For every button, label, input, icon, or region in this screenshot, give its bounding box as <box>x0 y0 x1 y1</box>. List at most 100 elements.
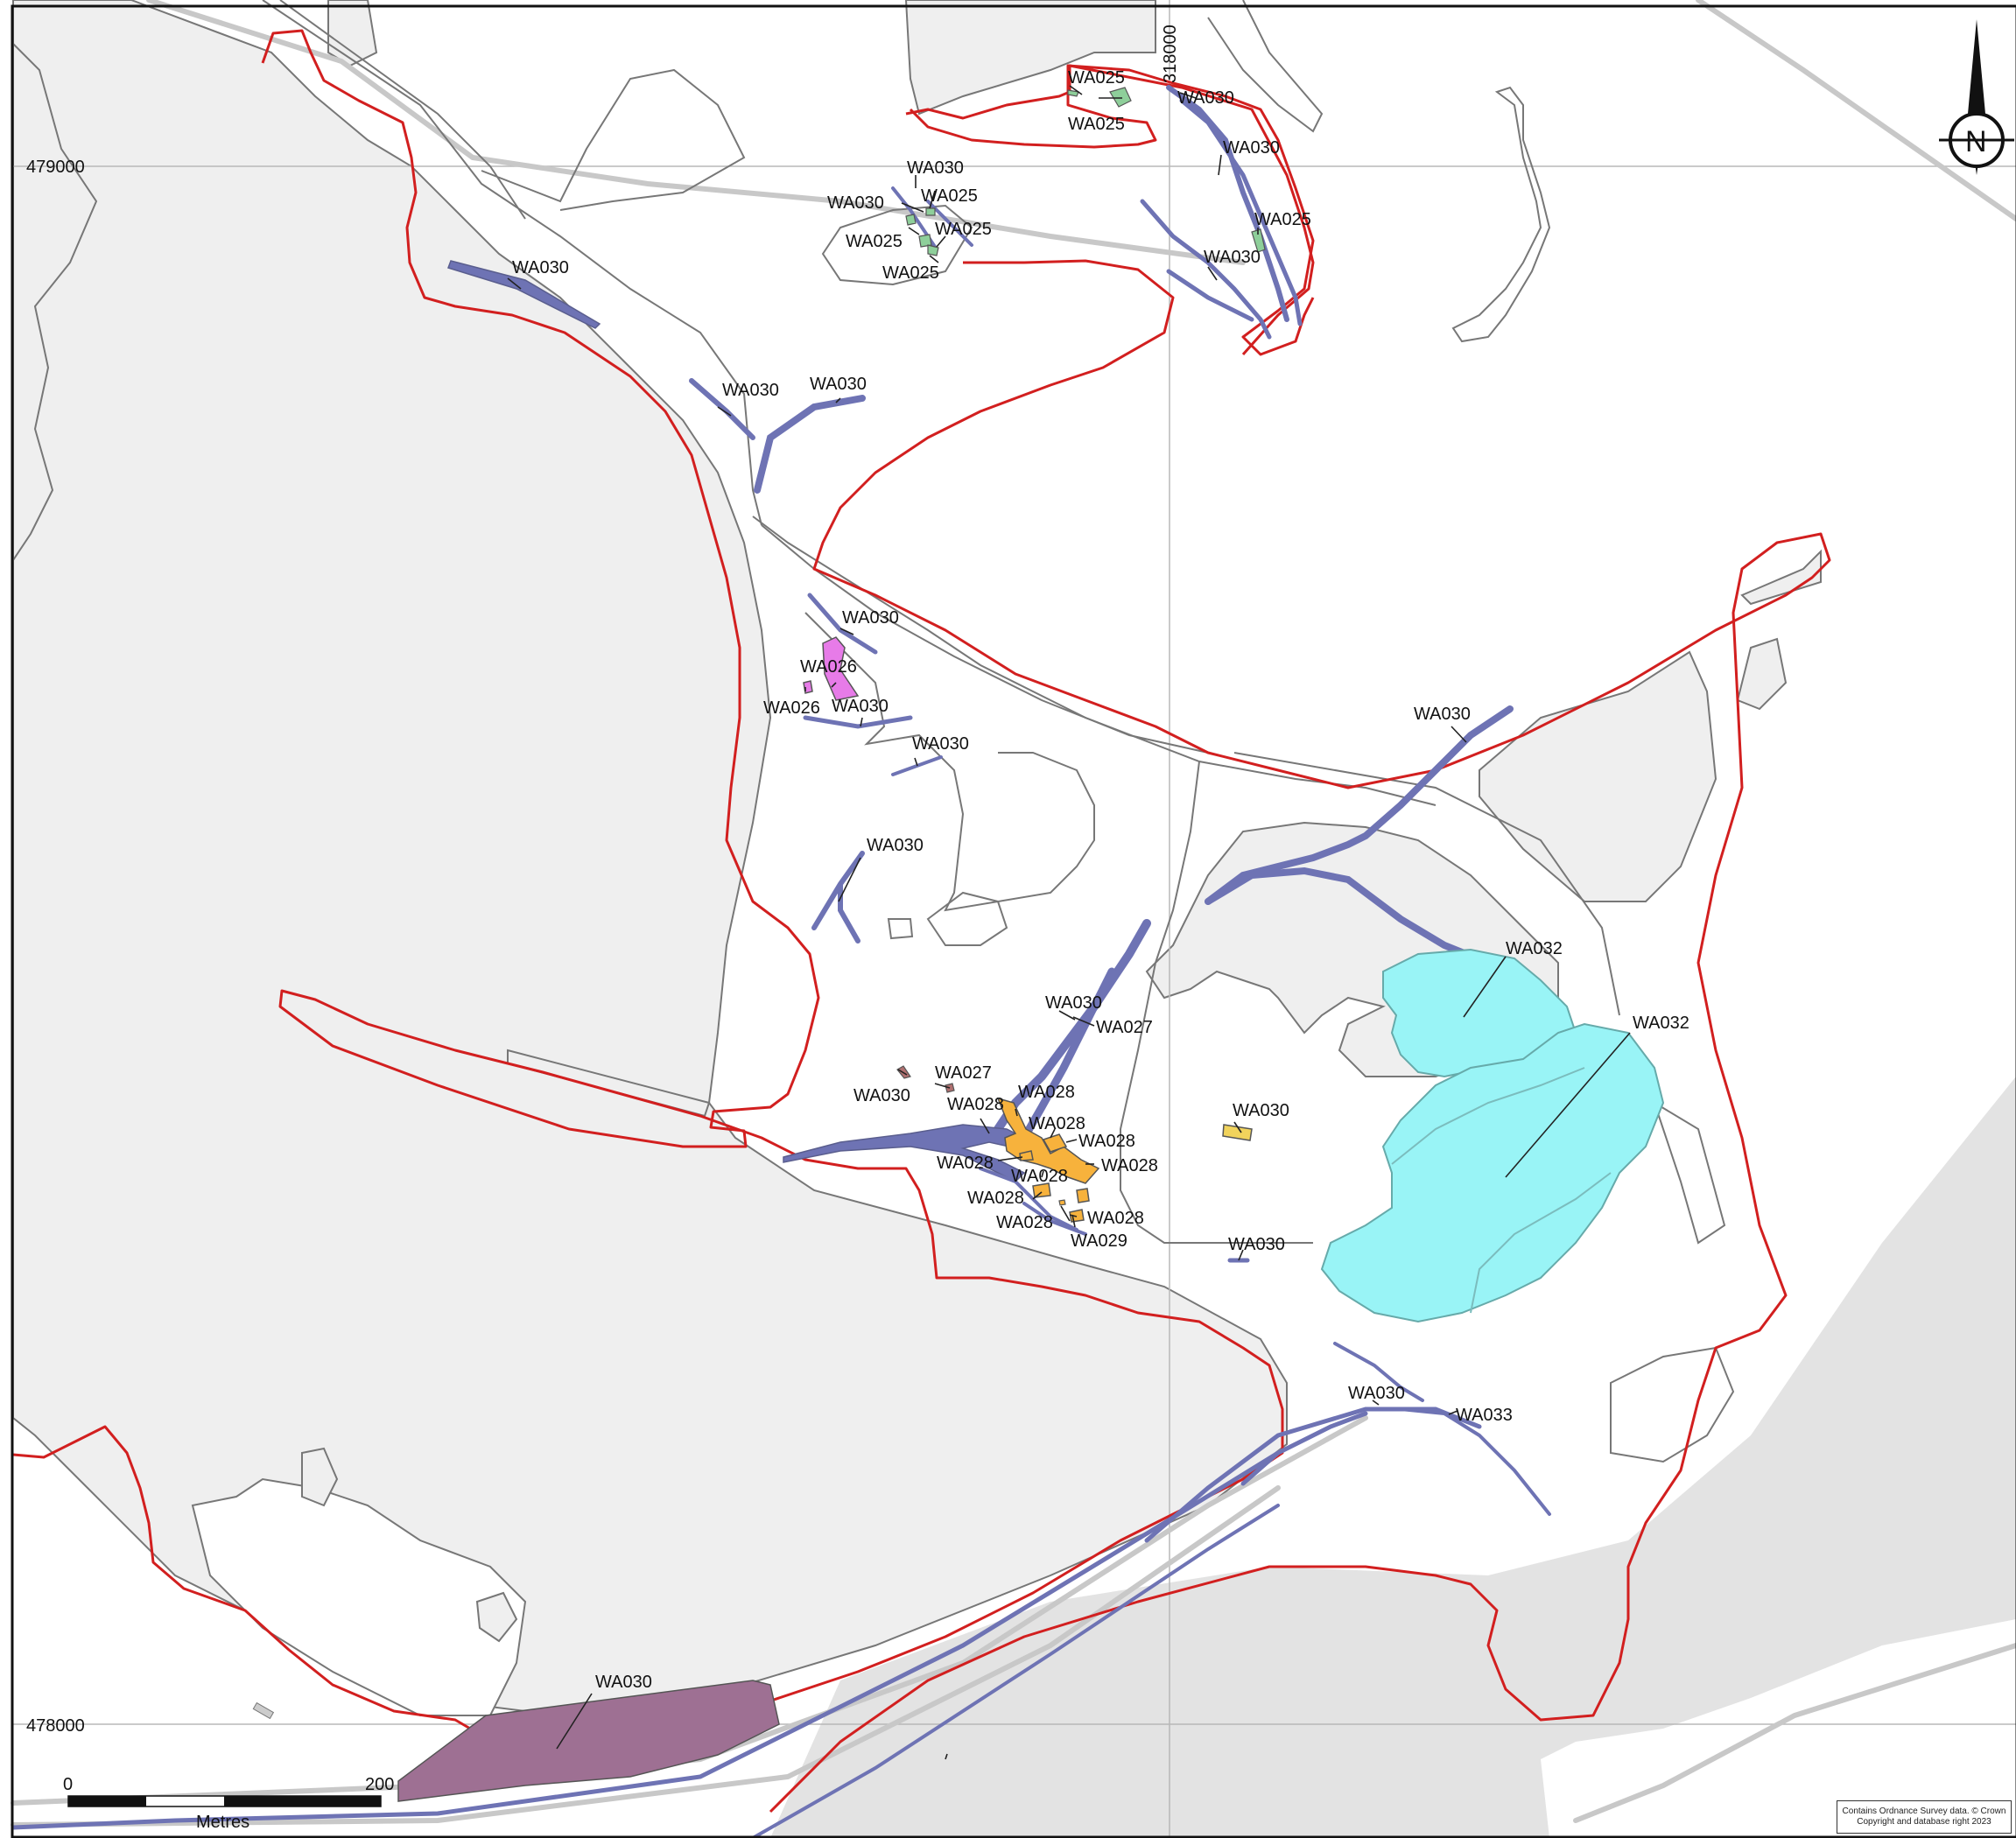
wa030-feature <box>1140 199 1272 340</box>
wa030-feature <box>1144 1407 1482 1543</box>
label-wa028: WA028 <box>967 1189 1024 1208</box>
copyright-box: Contains Ordnance Survey data. © Crown C… <box>1837 1800 2012 1834</box>
wa025-feature <box>905 214 917 226</box>
wa030-feature <box>1333 1342 1424 1402</box>
southern-grey-zone <box>770 1077 2016 1838</box>
label-wa028: WA028 <box>1011 1167 1068 1186</box>
label-wa028: WA029 <box>1071 1231 1127 1251</box>
wa030-feature <box>751 1504 1280 1838</box>
label-wa029: WA030 <box>1233 1101 1289 1120</box>
track-north <box>262 0 762 526</box>
label-wa030: WA030 <box>832 697 889 716</box>
label-wa030: WA030 <box>1223 138 1280 158</box>
label-wa030: WA028 <box>947 1095 1004 1114</box>
label-wa030: WA030 <box>1045 993 1102 1013</box>
track-loop <box>821 204 973 286</box>
label-wa027: WA027 <box>935 1063 992 1083</box>
label-wa028: WA028 <box>1087 1209 1144 1228</box>
wa029-feature <box>1222 1124 1253 1141</box>
small-grey-islet-b <box>475 1591 518 1643</box>
wa030-feature <box>754 395 866 494</box>
label-wa028: WA028 <box>1101 1156 1158 1175</box>
wa030-feature <box>1205 705 1514 905</box>
track-centre-b <box>761 524 1209 754</box>
wa030-feature <box>11 1450 1281 1830</box>
label-wa028: WA028 <box>1078 1132 1135 1151</box>
small-rect <box>887 918 914 940</box>
west-long-strip <box>507 1049 711 1118</box>
label-wa028: WA028 <box>996 1213 1053 1232</box>
scale-end: 200 <box>365 1775 394 1794</box>
label-wa028: WA028 <box>937 1154 994 1173</box>
road-south-2 <box>11 1485 1281 1827</box>
wa030-feature <box>1166 85 1289 322</box>
north-east-patch <box>1740 549 1822 606</box>
label-wa030: WA030 <box>722 381 779 400</box>
east-grey-patch <box>1479 650 1717 902</box>
wa030-feature <box>926 200 973 247</box>
label-wa032: WA032 <box>1633 1014 1689 1033</box>
site-boundary-east <box>769 259 1831 1813</box>
wa030-feature <box>1179 98 1303 326</box>
label-wa033: WA030 <box>595 1673 652 1692</box>
small-white-loop <box>926 891 1008 946</box>
small-grey-rect <box>252 1701 275 1720</box>
label-wa030: WA033 <box>1456 1406 1513 1425</box>
wa030-feature <box>1022 1202 1087 1236</box>
label-wa026: WA026 <box>800 657 857 677</box>
wa030-feature <box>689 378 755 440</box>
wa025-feature <box>925 207 936 216</box>
map-frame <box>11 4 2016 1838</box>
southern-white-patch <box>1541 1619 2016 1838</box>
wa032-feature-south <box>1320 1022 1665 1323</box>
wa025-feature <box>1109 87 1132 108</box>
scale-unit: Metres <box>196 1813 249 1832</box>
track-east <box>1233 752 1620 1016</box>
label-wa030: WA030 <box>867 836 924 855</box>
wa030-feature <box>783 1124 1035 1182</box>
south-west-island <box>191 1477 527 1716</box>
label-wa025: WA025 <box>846 232 903 251</box>
label-wa028: WA028 <box>1018 1083 1075 1102</box>
grid-label-479000: 479000 <box>26 158 85 177</box>
wa026-feature <box>822 636 860 701</box>
label-wa030: WA027 <box>1096 1018 1153 1037</box>
wa028-feature <box>1019 1150 1034 1161</box>
wa025-feature <box>927 244 939 256</box>
track-east-b <box>1653 1100 1726 1245</box>
label-wa028: WA028 <box>1029 1114 1085 1133</box>
label-wa025: WA025 <box>921 186 978 206</box>
wa030-feature <box>1240 1411 1368 1486</box>
site-boundary-north-top <box>905 64 1315 355</box>
track-wavy <box>1451 86 1551 343</box>
label-wa025: WA025 <box>882 263 939 283</box>
north-letter: N <box>1965 125 1987 158</box>
label-wa026: WA026 <box>763 698 820 718</box>
north-west-grey-patch <box>327 0 378 67</box>
feature-labels: WA025 WA025 WA030 WA030 WA025 WA030 WA03… <box>512 68 1689 1692</box>
wa033-feature <box>397 1680 780 1802</box>
road-north <box>146 0 1246 265</box>
wa025-feature <box>1067 89 1079 97</box>
wa032-inner-outline <box>1391 1067 1612 1314</box>
label-wa025: WA025 <box>1254 210 1311 229</box>
copyright-line-1: Contains Ordnance Survey data. © Crown <box>1842 1806 2006 1816</box>
wa030-feature <box>1166 269 1254 322</box>
label-wa030: WA030 <box>1414 705 1471 724</box>
track-north-east <box>1207 0 1324 133</box>
track-west-loop <box>804 612 1095 912</box>
wa028-feature <box>1042 1133 1068 1153</box>
label-wa025: WA025 <box>1068 68 1125 88</box>
wa030-feature <box>447 260 601 329</box>
wa030-feature <box>811 851 865 944</box>
site-boundary-north <box>909 64 1315 356</box>
scale-bar: 0 200 Metres <box>63 1775 394 1832</box>
wa028-feature <box>1032 1182 1051 1198</box>
road-north-east <box>1696 0 2016 221</box>
road-south-east <box>1573 1643 2016 1823</box>
scale-start: 0 <box>63 1775 73 1794</box>
north-grey-patch <box>904 0 1156 116</box>
label-wa025: WA025 <box>935 220 992 239</box>
wa030-feature <box>807 593 878 655</box>
